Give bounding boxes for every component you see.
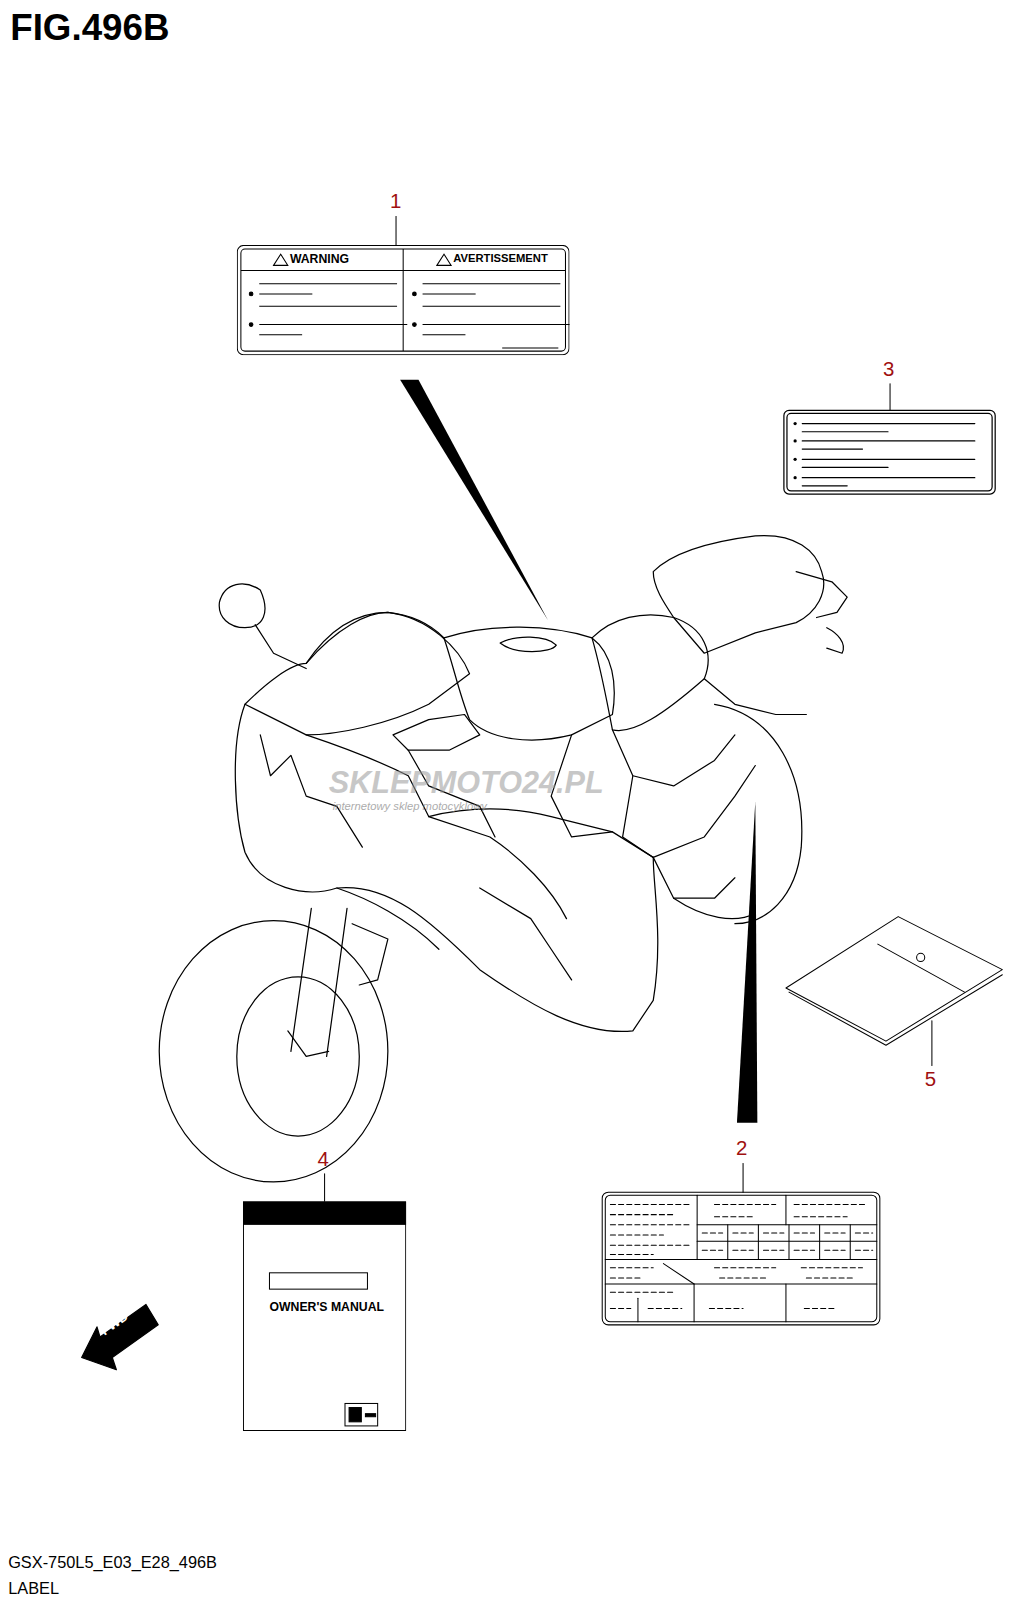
- label-sheet: [784, 410, 995, 494]
- callout-number: 5: [925, 1068, 936, 1091]
- motorcycle-outline: [159, 536, 847, 1182]
- callout-number: 1: [390, 190, 401, 213]
- owners-manual: OWNER'S MANUAL: [243, 1201, 406, 1431]
- leader-lines: [325, 216, 932, 1201]
- callout-number: 4: [317, 1147, 328, 1170]
- manual-title: OWNER'S MANUAL: [269, 1299, 384, 1313]
- pointer-wedge: [400, 380, 548, 621]
- callout-number: 3: [883, 357, 894, 380]
- forward-arrow: [82, 1304, 159, 1369]
- watermark: SKLEPMOTO24.PL: [329, 766, 604, 801]
- figure-title: FIG.496B: [10, 6, 169, 49]
- node-outline: [243, 1201, 406, 1431]
- watermark: internetowy sklep motocyklowy: [333, 800, 487, 812]
- warning-label: WARNING AVERTISSEMENT: [237, 245, 570, 355]
- warning-heading: AVERTISSEMENT: [453, 252, 548, 264]
- label-sheet: [602, 1192, 880, 1325]
- drawing-name: LABEL: [8, 1580, 59, 1598]
- pointer-wedge: [737, 801, 757, 1123]
- envelope-sheet: [786, 917, 1002, 1046]
- callout-number: 2: [736, 1137, 747, 1160]
- warning-heading: WARNING: [290, 252, 349, 266]
- drawing-code: GSX-750L5_E03_E28_496B: [8, 1554, 217, 1572]
